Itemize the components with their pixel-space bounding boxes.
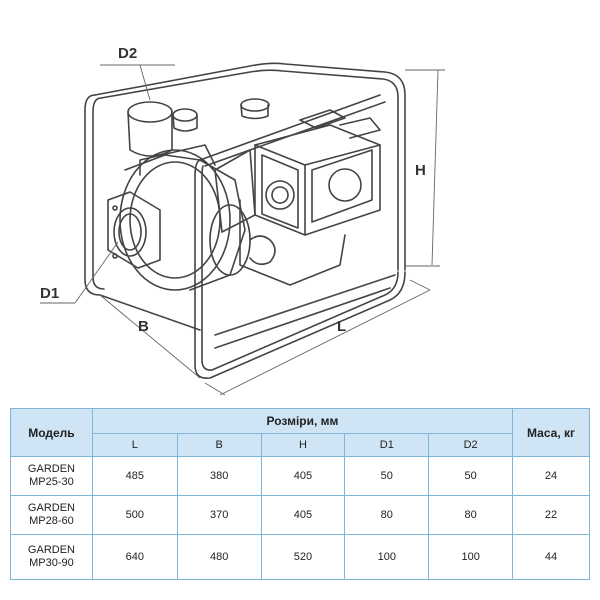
- b-label: B: [138, 318, 149, 335]
- d1-cell: 100: [344, 534, 430, 580]
- model-cell: GARDEN MP28-60: [10, 495, 93, 535]
- d2-cell: 80: [428, 495, 514, 535]
- l-cell: 640: [91, 534, 178, 580]
- table-header-row: Модель Розміри, мм Маса, кг: [10, 408, 590, 457]
- mass-header: Маса, кг: [512, 408, 590, 457]
- mass-cell: 22: [512, 495, 590, 535]
- h-cell: 520: [260, 534, 346, 580]
- model-header: Модель: [10, 408, 93, 457]
- model-name: GARDEN: [27, 502, 75, 514]
- mass-cell: 24: [512, 456, 590, 496]
- dimensions-header: Розміри, мм: [91, 408, 514, 434]
- d2-label: D2: [118, 45, 137, 62]
- pump-drawing: D2 D1 B L H: [40, 45, 445, 396]
- model-code: MP30-90: [29, 557, 74, 569]
- table-row: GARDEN MP25-30 485 380 405 50 50 24: [10, 456, 590, 496]
- mass-cell: 44: [512, 534, 590, 580]
- column-header-b: B: [176, 433, 262, 457]
- b-cell: 380: [176, 456, 262, 496]
- b-cell: 370: [176, 495, 262, 535]
- h-cell: 405: [260, 456, 346, 496]
- d1-cell: 80: [344, 495, 430, 535]
- l-label: L: [337, 318, 346, 335]
- b-cell: 480: [176, 534, 262, 580]
- model-name: GARDEN: [27, 463, 75, 475]
- l-cell: 485: [91, 456, 178, 496]
- d1-label: D1: [40, 285, 59, 302]
- model-cell: GARDEN MP30-90: [10, 534, 93, 580]
- model-code: MP28-60: [29, 515, 74, 527]
- l-cell: 500: [91, 495, 178, 535]
- d2-cell: 50: [428, 456, 514, 496]
- table-row: GARDEN MP28-60 500 370 405 80 80 22: [10, 495, 590, 535]
- pump-frame: [84, 62, 406, 380]
- b-dimension-line: [99, 294, 201, 379]
- spec-table: Модель Розміри, мм Маса, кг L B H D1 D2 …: [10, 408, 590, 580]
- column-header-d2: D2: [428, 433, 514, 457]
- engine: [214, 109, 381, 286]
- h-cell: 405: [260, 495, 346, 535]
- suction-flange: [107, 191, 161, 269]
- column-header-h: H: [260, 433, 346, 457]
- model-cell: GARDEN MP25-30: [10, 456, 93, 496]
- h-dimension-line: [431, 69, 439, 266]
- h-label: H: [415, 162, 426, 179]
- d2-cell: 100: [428, 534, 514, 580]
- model-name: GARDEN: [27, 544, 75, 556]
- table-subheader-row: L B H D1 D2: [11, 433, 590, 457]
- model-code: MP25-30: [29, 476, 74, 488]
- column-header-d1: D1: [344, 433, 430, 457]
- l-dimension-line: [219, 289, 431, 396]
- column-header-l: L: [91, 433, 178, 457]
- table-row: GARDEN MP30-90 640 480 520 100 100 44: [10, 534, 590, 580]
- discharge-outlet: [127, 98, 270, 157]
- d1-cell: 50: [344, 456, 430, 496]
